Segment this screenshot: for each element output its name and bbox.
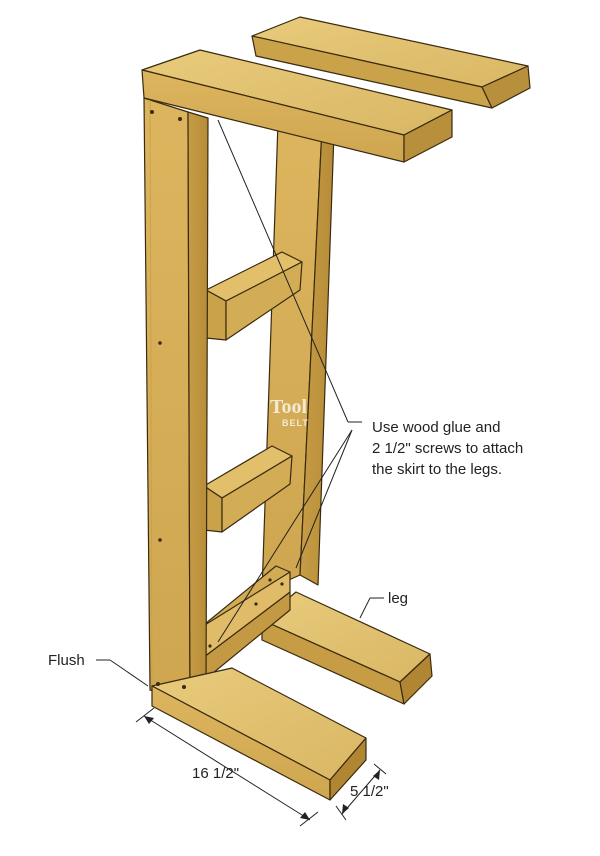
flush-label: Flush — [48, 652, 85, 669]
leg-label: leg — [388, 590, 408, 607]
flush-leader — [96, 659, 149, 687]
svg-text:Tool: Tool — [270, 396, 308, 418]
watermark-logo: Tool BELT — [270, 396, 309, 428]
front-top-board — [141, 49, 453, 163]
front-left-leg — [143, 97, 209, 701]
width-dimension-line — [135, 707, 319, 827]
instruction-text-line3: the skirt to the legs. — [372, 461, 502, 478]
back-right-leg — [261, 121, 335, 593]
bottom-skirt — [199, 565, 291, 683]
screw-holes — [150, 110, 284, 689]
leg-leader — [359, 597, 384, 619]
front-foot-board — [151, 667, 367, 801]
lower-stretcher — [203, 445, 293, 533]
svg-text:BELT: BELT — [282, 418, 309, 428]
instruction-text-line2: 2 1/2" screws to attach — [372, 440, 523, 457]
back-foot-board — [261, 591, 433, 705]
instruction-leaders — [217, 119, 362, 643]
width-dimension-label: 16 1/2" — [192, 765, 239, 782]
upper-stretcher — [205, 251, 303, 341]
depth-dimension-label: 5 1/2" — [350, 783, 389, 800]
back-top-board — [251, 16, 531, 109]
depth-dimension-line — [335, 763, 387, 821]
instruction-text-line1: Use wood glue and — [372, 419, 500, 436]
